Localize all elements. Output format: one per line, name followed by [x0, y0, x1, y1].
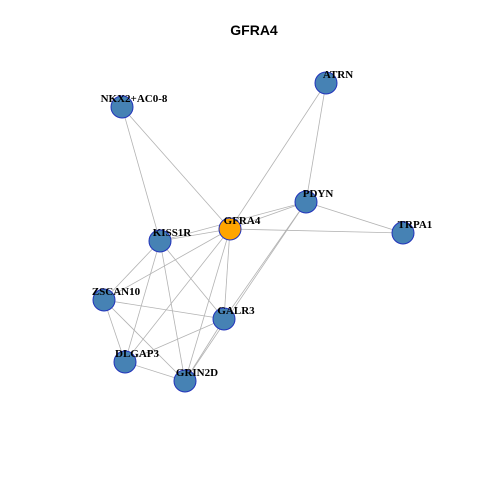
node-atrn: ATRN	[314, 69, 353, 95]
node-label-kiss1r: KISS1R	[153, 227, 193, 239]
node-circle-nkx2-ac0-8	[110, 95, 134, 119]
node-circle-galr3	[212, 307, 236, 331]
node-gfra4: GFRA4	[218, 215, 261, 241]
node-pdyn: PDYN	[294, 188, 334, 214]
edge-gfra4-nkx2+ac0-8	[121, 106, 231, 230]
edge-gfra4-trpa1	[229, 228, 404, 234]
diagram-title: GFRA4	[230, 22, 278, 38]
edge-zscan10-galr3	[103, 299, 225, 320]
node-circle-trpa1	[391, 221, 415, 245]
node-label-zscan10: ZSCAN10	[92, 286, 141, 298]
edge-gfra4-kiss1r	[159, 228, 231, 242]
node-label-gfra4: GFRA4	[224, 215, 261, 227]
node-zscan10: ZSCAN10	[92, 286, 141, 312]
edge-kiss1r-galr3	[159, 240, 225, 320]
node-circle-dlgap3	[113, 350, 137, 374]
node-nkx2-ac0-8: NKX2+AC0-8	[101, 93, 168, 119]
node-label-nkx2-ac0-8: NKX2+AC0-8	[101, 93, 168, 105]
edge-atrn-pdyn	[305, 82, 327, 203]
edge-gfra4-zscan10	[103, 228, 231, 301]
edge-gfra4-dlgap3	[124, 228, 231, 363]
edge-pdyn-galr3	[223, 201, 307, 320]
edge-gfra4-pdyn	[229, 201, 307, 230]
node-trpa1: TRPA1	[391, 219, 433, 245]
node-grin2d: GRIN2D	[173, 367, 218, 393]
node-label-pdyn: PDYN	[303, 188, 334, 200]
edge-gfra4-grin2d	[184, 228, 231, 382]
node-label-grin2d: GRIN2D	[176, 367, 218, 379]
edge-gfra4-galr3	[223, 228, 231, 320]
node-label-atrn: ATRN	[323, 69, 353, 81]
edge-kiss1r-zscan10	[103, 240, 161, 301]
node-circle-pdyn	[294, 190, 318, 214]
node-circle-kiss1r	[148, 229, 172, 253]
node-circle-zscan10	[92, 288, 116, 312]
edge-kiss1r-dlgap3	[124, 240, 161, 363]
edge-galr3-grin2d	[184, 318, 225, 382]
edge-gfra4-atrn	[229, 82, 327, 230]
edge-nkx2+ac0-8-kiss1r	[121, 106, 161, 242]
node-circle-grin2d	[173, 369, 197, 393]
node-label-trpa1: TRPA1	[398, 219, 433, 231]
node-label-galr3: GALR3	[217, 305, 255, 317]
edge-zscan10-grin2d	[103, 299, 186, 382]
edge-galr3-dlgap3	[124, 318, 225, 363]
node-galr3: GALR3	[212, 305, 255, 331]
node-circle-gfra4	[218, 217, 242, 241]
node-kiss1r: KISS1R	[148, 227, 193, 253]
node-dlgap3: DLGAP3	[113, 348, 160, 374]
node-circle-atrn	[314, 71, 338, 95]
edge-pdyn-trpa1	[305, 201, 404, 234]
node-label-dlgap3: DLGAP3	[115, 348, 160, 360]
edge-layer	[103, 82, 404, 382]
edge-pdyn-grin2d	[184, 201, 307, 382]
